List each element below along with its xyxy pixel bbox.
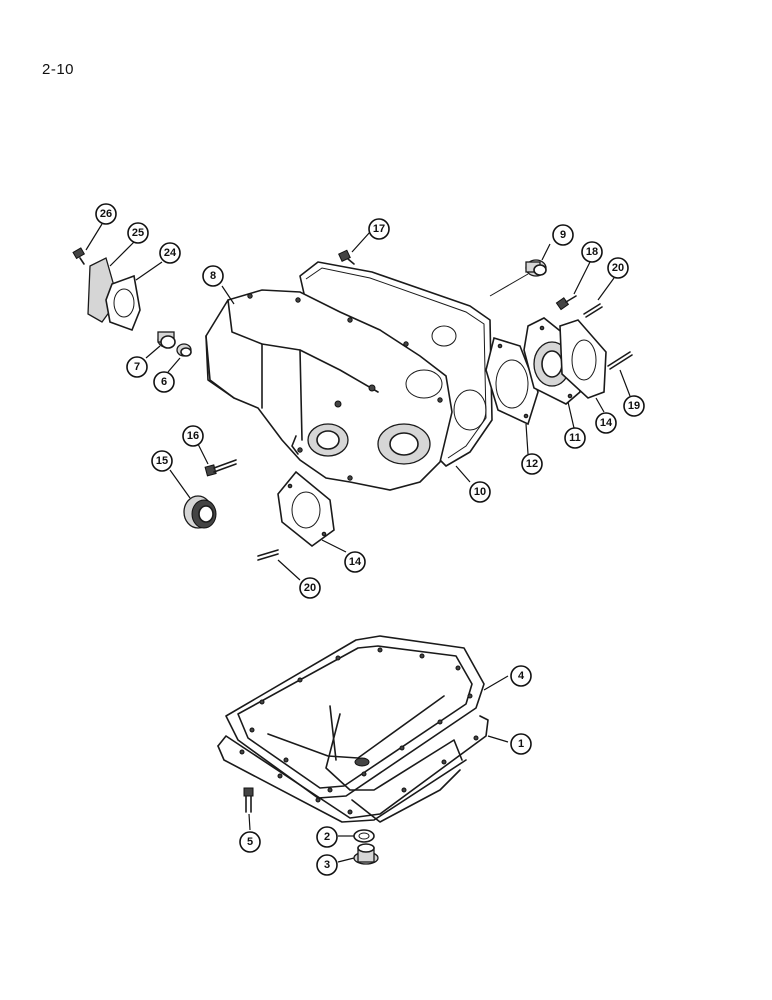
callout-6: 6 [153, 371, 175, 393]
gasket-part-14-upper [559, 319, 607, 399]
svg-text:25: 25 [132, 227, 144, 239]
callout-24: 24 [159, 242, 181, 264]
svg-text:12: 12 [526, 458, 538, 470]
oil-seal-part-15 [183, 495, 217, 529]
svg-text:3: 3 [324, 859, 330, 871]
callout-11: 11 [564, 427, 586, 449]
svg-text:2: 2 [324, 831, 330, 843]
bushing-part-6 [176, 343, 192, 357]
bolt-part-16 [204, 459, 237, 477]
svg-text:8: 8 [210, 270, 216, 282]
callout-4: 4 [510, 665, 532, 687]
bushing-part-7 [157, 331, 176, 349]
svg-text:1: 1 [518, 738, 524, 750]
dowel-pin-part-19 [607, 351, 633, 370]
svg-text:6: 6 [161, 376, 167, 388]
callout-20-lower: 20 [299, 577, 321, 599]
gasket-part-12 [485, 336, 539, 426]
callout-3: 3 [316, 854, 338, 876]
callout-16: 16 [182, 425, 204, 447]
svg-text:14: 14 [349, 556, 362, 568]
callout-12: 12 [521, 453, 543, 475]
bearing-leader-line [489, 273, 529, 297]
bolt-part-17 [338, 249, 355, 265]
bolt-part-18 [555, 295, 577, 311]
washer-part-2 [353, 829, 375, 843]
svg-text:26: 26 [100, 208, 112, 220]
callout-14-upper: 14 [595, 412, 617, 434]
callout-8: 8 [202, 265, 224, 287]
gear-housing [205, 261, 493, 491]
bearing-part-9 [525, 259, 547, 277]
callout-1: 1 [510, 733, 532, 755]
leader-lines [85, 223, 631, 863]
drain-plug-part-3 [353, 843, 379, 865]
callout-18: 18 [581, 241, 603, 263]
callout-5: 5 [239, 831, 261, 853]
bolt-part-5 [243, 787, 254, 813]
callout-20-upper: 20 [607, 257, 629, 279]
gasket-part-14-lower [277, 470, 335, 548]
svg-text:7: 7 [134, 361, 140, 373]
page-number: 2-10 [42, 61, 75, 78]
oil-pan-part-1 [217, 695, 489, 823]
svg-text:4: 4 [518, 670, 525, 682]
svg-text:9: 9 [560, 229, 566, 241]
callout-15: 15 [151, 450, 173, 472]
callout-9: 9 [552, 224, 574, 246]
svg-text:18: 18 [586, 246, 598, 258]
svg-text:5: 5 [247, 836, 253, 848]
callout-26: 26 [95, 203, 117, 225]
svg-text:20: 20 [304, 582, 316, 594]
callout-25: 25 [127, 222, 149, 244]
svg-text:14: 14 [600, 417, 613, 429]
callout-19: 19 [623, 395, 645, 417]
svg-text:17: 17 [373, 223, 385, 235]
callout-14-lower: 14 [344, 551, 366, 573]
svg-text:19: 19 [628, 400, 640, 412]
callout-7: 7 [126, 356, 148, 378]
svg-text:10: 10 [474, 486, 486, 498]
svg-text:20: 20 [612, 262, 624, 274]
oil-pan-gasket-part-4 [225, 635, 485, 799]
callout-2: 2 [316, 826, 338, 848]
dowel-pin-part-20-upper [583, 303, 603, 318]
callout-17: 17 [368, 218, 390, 240]
svg-text:24: 24 [164, 247, 177, 259]
svg-text:15: 15 [156, 455, 168, 467]
svg-text:11: 11 [569, 432, 581, 444]
svg-text:16: 16 [187, 430, 199, 442]
callout-10: 10 [469, 481, 491, 503]
cover-gasket-part-24 [105, 274, 141, 332]
dowel-pin-part-20-lower [257, 549, 279, 561]
cover-bolt-part-26 [72, 247, 86, 265]
